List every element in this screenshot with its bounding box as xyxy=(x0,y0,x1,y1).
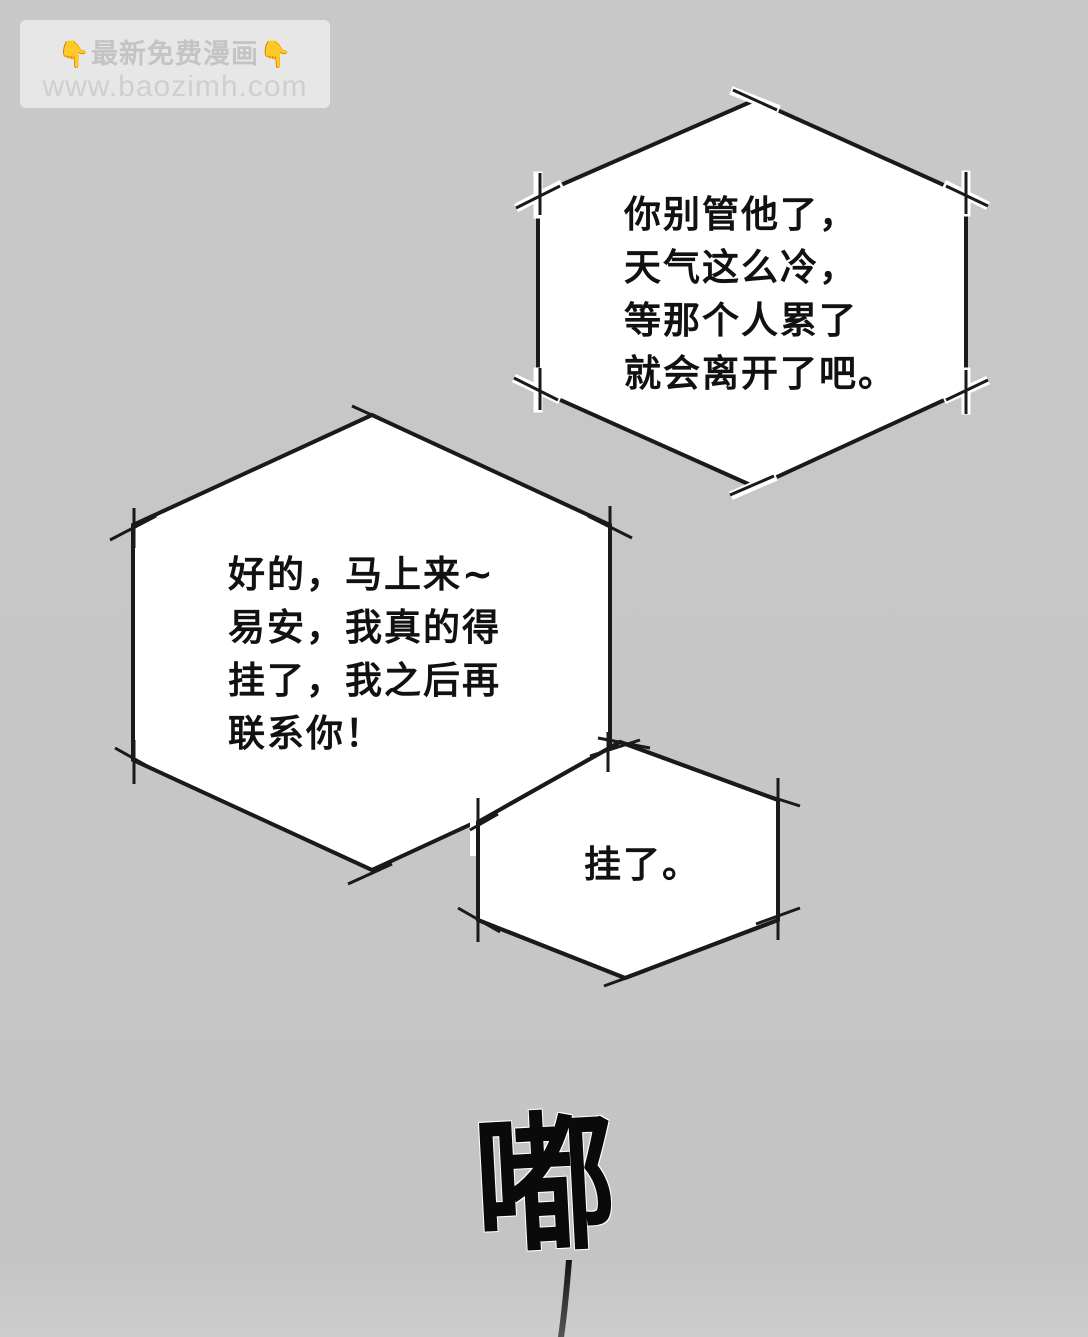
speech-bubble-1 xyxy=(512,86,991,500)
watermark-url: www.baozimh.com xyxy=(42,70,308,103)
sound-effect-tail xyxy=(558,1260,572,1337)
pointing-down-hand-icon: 👇 xyxy=(57,40,91,70)
watermark-title: 最新免费漫画 xyxy=(91,39,259,70)
pointing-down-hand-icon: 👇 xyxy=(259,40,293,70)
bubble-1-text: 你别管他了， 天气这么冷， 等那个人累了 就会离开了吧。 xyxy=(624,188,897,400)
bubble-1-line: 就会离开了吧。 xyxy=(624,352,897,395)
bubble-2-line: 挂了，我之后再 xyxy=(228,659,501,702)
bottom-fog-overlay xyxy=(0,1250,1088,1337)
speech-bubble-3 xyxy=(457,732,801,988)
bubble-2-line: 好的，马上来~ xyxy=(228,553,496,596)
sound-effect-text: 嘟 xyxy=(469,1093,621,1277)
watermark-badge: 👇最新免费漫画👇 www.baozimh.com xyxy=(20,20,330,108)
bubble-1-line: 天气这么冷， xyxy=(624,246,858,289)
bubble-1-line: 等那个人累了 xyxy=(624,299,858,342)
watermark-title-row: 👇最新免费漫画👇 xyxy=(20,32,330,71)
bubble-2-line: 易安，我真的得 xyxy=(228,606,501,649)
bubble-3-line: 挂了。 xyxy=(584,843,701,886)
bubble-1-line: 你别管他了， xyxy=(624,193,858,236)
bubble-2-text: 好的，马上来~ 易安，我真的得 挂了，我之后再 联系你！ xyxy=(228,548,501,760)
bubble-3-text: 挂了。 xyxy=(584,838,701,891)
bubble-2-line: 联系你！ xyxy=(228,712,384,755)
